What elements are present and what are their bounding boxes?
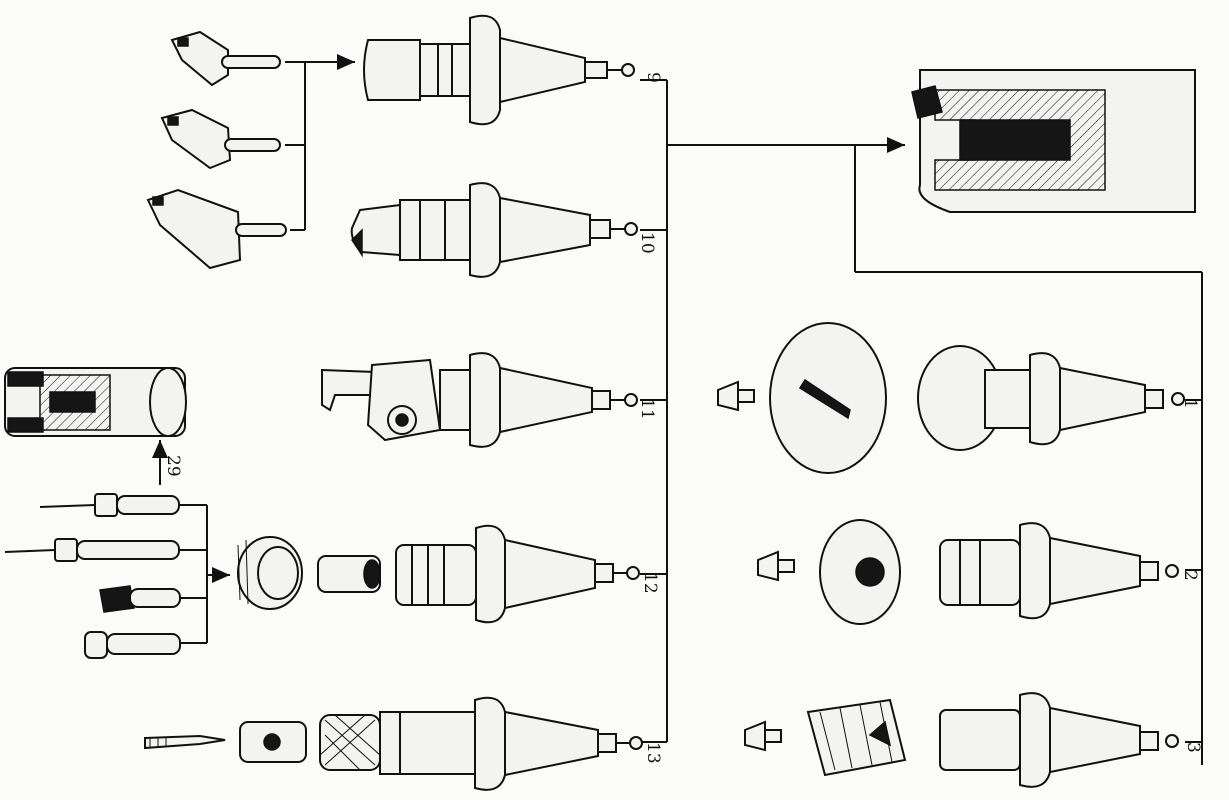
position-labels: 9 10 11 12 13 1 2 3 29: [163, 72, 1203, 764]
tool-holder-2: [757, 519, 1179, 625]
holder-column-left: [319, 14, 643, 791]
tool-holder-13: [319, 696, 643, 791]
tool-holder-11: [321, 352, 638, 448]
label-10: 10: [637, 232, 657, 254]
shell-cutter: [84, 631, 181, 659]
collet-chuck-29: [4, 367, 187, 437]
label-11: 11: [637, 398, 657, 420]
drill-long: [39, 493, 180, 517]
drill-medium: [4, 538, 180, 562]
tool-holder-9: [363, 14, 635, 126]
label-2: 2: [1180, 570, 1200, 581]
tool-holder-3: [744, 692, 1179, 788]
tool-holder-1: [717, 322, 1185, 474]
boring-bar-1: [170, 30, 281, 87]
label-12: 12: [640, 572, 660, 594]
tool-holder-10: [350, 182, 638, 278]
connector-lines: [152, 54, 1203, 765]
label-9: 9: [643, 72, 663, 83]
adapter-nut: [237, 536, 303, 610]
boring-bar-3: [146, 188, 287, 270]
label-1: 1: [1180, 398, 1200, 409]
tool-holder-12: [395, 524, 640, 624]
label-13: 13: [643, 742, 663, 764]
end-mill: [99, 585, 181, 613]
boring-bar-2: [160, 108, 281, 170]
label-29: 29: [163, 455, 183, 477]
workpiece-section: [911, 69, 1196, 213]
adapter-sleeve: [317, 555, 381, 593]
tap-and-sleeve: [144, 721, 307, 763]
label-3: 3: [1183, 742, 1203, 753]
